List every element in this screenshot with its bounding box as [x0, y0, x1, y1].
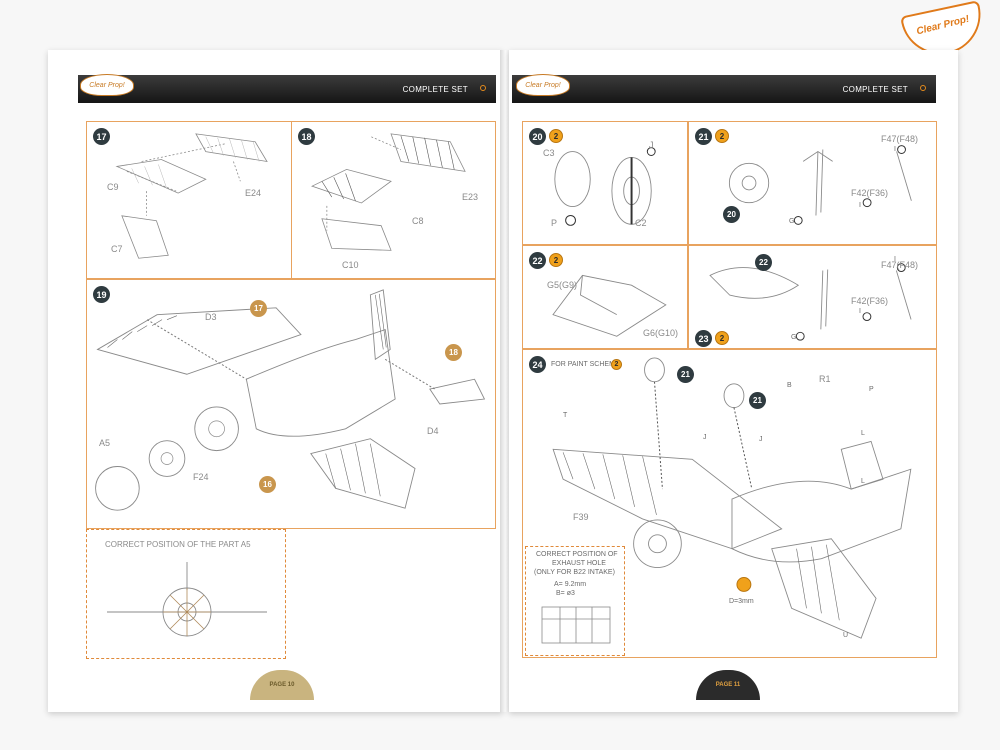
part-label: F42(F36) — [851, 296, 889, 306]
exhaust-note-line1: CORRECT POSITION OF — [536, 551, 618, 558]
part-label: D4 — [427, 426, 439, 436]
part-label: U — [843, 632, 849, 639]
left-header-band: COMPLETE SET — [78, 75, 496, 103]
header-dot-icon — [920, 85, 926, 91]
part-label: P — [551, 218, 558, 228]
paint-scheme-badge: 2 — [715, 331, 729, 345]
step-20-number: 20 — [529, 128, 546, 145]
part-label: J — [703, 434, 707, 441]
part-label: F47(F48) — [881, 260, 919, 270]
step-18-drawing — [311, 133, 466, 251]
part-label: B — [787, 382, 792, 389]
part-label: J — [649, 140, 654, 150]
part-label: C7 — [111, 244, 123, 254]
callout-21: 21 — [749, 392, 766, 409]
callout-18: 18 — [445, 344, 462, 361]
right-header-title: COMPLETE SET — [842, 84, 908, 94]
part-label: G — [789, 218, 795, 225]
part-label: G — [791, 334, 797, 341]
part-label: G5(G9) — [547, 280, 578, 290]
exhaust-note-a: A= 9.2mm — [554, 581, 587, 588]
step-21-panel: 21 2 F47(F48) F42(F36) I I G 20 — [688, 121, 937, 245]
paint-scheme-text: FOR PAINT SCHEME — [551, 361, 620, 368]
step-17-panel: 17 C9 E24 C7 — [86, 121, 292, 279]
part-label: P — [869, 386, 874, 393]
paint-scheme-badge: 2 — [611, 359, 622, 370]
part-label: C3 — [543, 148, 555, 158]
part-label: C8 — [412, 216, 424, 226]
paint-scheme-badge: 2 — [549, 253, 563, 267]
paint-scheme-badge: 2 — [715, 129, 729, 143]
part-label: T — [563, 412, 568, 419]
part-label: F24 — [193, 472, 209, 482]
step-22-drawing — [552, 274, 667, 337]
part-label: C2 — [635, 218, 647, 228]
step-21-number: 21 — [695, 128, 712, 145]
part-label: A5 — [99, 438, 111, 448]
step-24-number: 24 — [529, 356, 546, 373]
note-a5-drawing — [107, 562, 267, 637]
step-18-panel: 18 E23 C8 C10 — [291, 121, 496, 279]
exhaust-note-b: B= ø3 — [556, 590, 575, 597]
step-19-drawing — [95, 289, 486, 511]
callout-16: 16 — [259, 476, 276, 493]
step-24-panel: 24 FOR PAINT SCHEME 2 R1 B P T F39 L L D… — [522, 349, 937, 658]
step-17-number: 17 — [93, 128, 110, 145]
note-a5-box: CORRECT POSITION OF THE PART A5 — [86, 529, 286, 659]
part-label: G6(G10) — [643, 328, 679, 338]
step-17-drawing — [115, 133, 268, 259]
step-18-number: 18 — [298, 128, 315, 145]
callout-21: 21 — [677, 366, 694, 383]
part-label: F39 — [573, 512, 589, 522]
step-20-panel: 20 2 C3 J P C2 — [522, 121, 688, 245]
part-label: I — [859, 202, 861, 209]
part-label: J — [759, 436, 763, 443]
note-a5-title: CORRECT POSITION OF THE PART A5 — [105, 540, 251, 549]
exhaust-note-box: CORRECT POSITION OF EXHAUST HOLE (ONLY F… — [525, 546, 625, 656]
paint-scheme-badge: 2 — [549, 129, 563, 143]
part-label: L — [861, 478, 865, 485]
exhaust-note-line2: EXHAUST HOLE — [552, 560, 606, 567]
header-dot-icon — [480, 85, 486, 91]
part-label: E23 — [462, 192, 479, 202]
part-label: R1 — [819, 374, 831, 384]
step-23-panel: 23 2 F47(F48) F42(F36) I I G 22 — [688, 245, 937, 349]
left-header-title: COMPLETE SET — [402, 84, 468, 94]
part-label: D=3mm — [729, 598, 754, 605]
right-header-logo: Clear Prop! — [516, 74, 570, 96]
part-label: L — [861, 430, 865, 437]
exhaust-note-drawing — [541, 606, 611, 644]
part-label: C10 — [342, 260, 359, 270]
part-label: I — [894, 146, 896, 153]
step-20-drawing — [554, 147, 656, 226]
right-header-band: COMPLETE SET — [512, 75, 936, 103]
step-24-drawing — [552, 357, 912, 639]
step-23-number: 23 — [695, 330, 712, 347]
part-label: F42(F36) — [851, 188, 889, 198]
step-22-number: 22 — [529, 252, 546, 269]
step-23-drawing — [709, 263, 912, 341]
part-label: F47(F48) — [881, 134, 919, 144]
left-header-logo: Clear Prop! — [80, 74, 134, 96]
callout-22: 22 — [755, 254, 772, 271]
exhaust-note-line3: (ONLY FOR B22 INTAKE) — [534, 569, 615, 576]
part-label: I — [859, 308, 861, 315]
part-label: D3 — [205, 312, 217, 322]
callout-20: 20 — [723, 206, 740, 223]
part-label: C9 — [107, 182, 119, 192]
part-label: E24 — [245, 188, 262, 198]
step-19-number: 19 — [93, 286, 110, 303]
step-19-panel: 19 D3 A5 F24 D4 17 18 16 — [86, 279, 496, 529]
step-22-panel: 22 2 G5(G9) G6(G10) — [522, 245, 688, 349]
step-21-drawing — [728, 145, 912, 225]
part-label: I — [894, 256, 896, 263]
callout-17: 17 — [250, 300, 267, 317]
